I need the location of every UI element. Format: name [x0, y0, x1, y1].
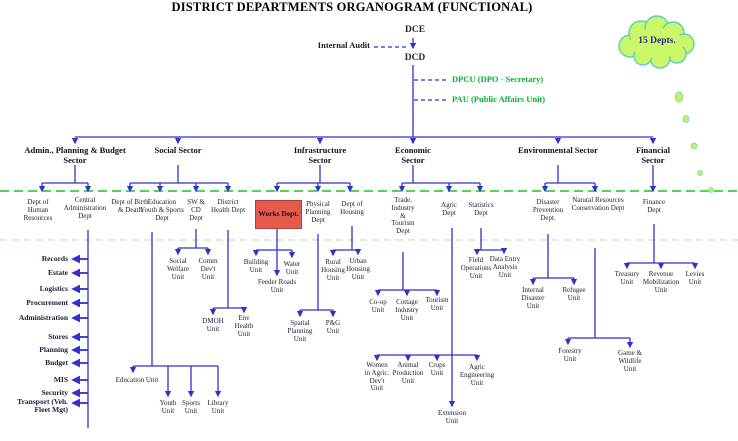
unit-animal-production: Animal Production Unit [392, 361, 424, 385]
admin-unit-procurement: Procurement [26, 298, 68, 307]
unit-building: Building Unit [243, 258, 269, 274]
dept-physical-planning: Physical Planning Dept [305, 200, 331, 224]
dept-disaster-prevention: Disaster Prevention Dept. [532, 198, 564, 222]
admin-unit-stores: Stores [48, 332, 68, 341]
admin-unit-estate: Estate [48, 268, 68, 277]
thought-trail-dots [674, 91, 714, 193]
unit-data-entry-analysis: Data Entry Analysis Unit [489, 255, 521, 279]
admin-unit-logistics: Logistics [39, 284, 68, 293]
unit-internal-disaster: Internal Disaster Unit [521, 286, 545, 310]
dept-human-resources: Dept of Human Resources [23, 198, 53, 222]
dept-agric: Agric Dept [441, 201, 457, 217]
admin-unit-records: Records [41, 254, 68, 263]
admin-unit-security: Security [41, 388, 68, 397]
unit-game-wildlife: Game & Wildlife Unit [618, 349, 642, 373]
dept-birth-death: Dept of Birth & Death [111, 198, 149, 214]
unit-env-health: Env Health Unit [234, 314, 254, 338]
diagram-title: DISTRICT DEPARTMENTS ORGANOGRAM (FUNCTIO… [171, 0, 533, 14]
node-internal-audit: Internal Audit [317, 40, 370, 50]
dept-district-health: District Health Dept [211, 198, 246, 214]
unit-spatial-planning: Spatial Planning Unit [287, 319, 313, 343]
unit-coop: Co-op Unit [369, 298, 387, 314]
unit-treasury: Treasury Unit [614, 270, 640, 286]
dept-housing: Dept of Housing [340, 200, 364, 216]
node-dpcu: DPCU (DPO - Secretary) [452, 74, 544, 84]
sector-environmental: Environmental Sector [518, 145, 598, 155]
unit-education: Education Unit [115, 376, 159, 384]
unit-water: Water Unit [283, 260, 301, 276]
dept-central-administration: Central Administration Dept [63, 196, 107, 220]
sector-economic: Economic Sector [395, 145, 431, 165]
unit-urban-housing: Urban Housing Unit [346, 257, 370, 281]
unit-crops: Crops Unit [428, 361, 446, 377]
node-dcd: DCD [404, 53, 426, 63]
thought-cloud-icon [618, 15, 695, 69]
admin-unit-transport: Transport (Veh. Fleet Mgt) [17, 397, 68, 415]
dept-natural-resources: Natural Resources Conservation Dept [571, 196, 625, 212]
admin-unit-mis: MIS [53, 375, 68, 384]
unit-comm-dev: Comm Dev't Unit [198, 257, 218, 281]
sector-infrastructure: Infrastructure Sector [293, 145, 347, 165]
unit-levies: Levies Unit [685, 270, 705, 286]
dept-sw-cd: SW & CD Dept [187, 198, 205, 222]
depts-count-badge: 15 Depts. [638, 36, 676, 46]
unit-forestry: Forestry Unit [558, 347, 582, 363]
node-dce: DCE [404, 25, 426, 35]
sector-financial: Financial Sector [635, 145, 670, 165]
admin-unit-planning: Planning [39, 345, 68, 354]
unit-social-welfare: Social Welfare Unit [167, 257, 189, 281]
unit-field-operations: Field Operations Unit [460, 256, 492, 280]
unit-sports: Sports Unit [182, 399, 200, 415]
admin-unit-administration: Administration [18, 313, 68, 322]
unit-library: Library Unit [207, 399, 229, 415]
unit-extension: Extension Unit [438, 409, 466, 425]
unit-revenue-mobilization: Revenue Mobilization Unit [642, 270, 680, 294]
node-pau: PAU (Public Affairs Unit) [452, 94, 546, 104]
unit-women-agric: Women in Agric. Dev't Unit [364, 361, 390, 393]
unit-tourism: Tourism Unit [425, 296, 449, 312]
dept-education-youth-sports: Education Youth & Sports Dept [140, 198, 184, 222]
unit-agric-engineering: Agric Engineering Unit [459, 363, 495, 387]
unit-feeder-roads: Feeder Roads Unit [257, 278, 297, 294]
unit-pg: P&G Unit [325, 319, 341, 335]
dept-statistics: Statistics Dept [468, 201, 494, 217]
admin-unit-budget: Budget [45, 358, 68, 367]
unit-youth: Youth Unit [159, 399, 177, 415]
unit-refugee: Refugee Unit [562, 286, 586, 302]
unit-cottage-industry: Cottage Industry Unit [395, 298, 419, 322]
sector-social: Social Sector [154, 145, 202, 155]
unit-rural-housing: Rural Housing Unit [321, 258, 345, 282]
dept-finance: Finance Dept [642, 198, 666, 214]
sector-admin-planning-budget: Admin., Planning & Budget Sector [24, 145, 126, 165]
unit-dmoh: DMOH Unit [202, 317, 224, 333]
dept-works-highlighted: Works Dept. [255, 200, 302, 229]
dept-trade-industry-tourism: Trade, Industry & Tourism Dept [391, 196, 415, 236]
